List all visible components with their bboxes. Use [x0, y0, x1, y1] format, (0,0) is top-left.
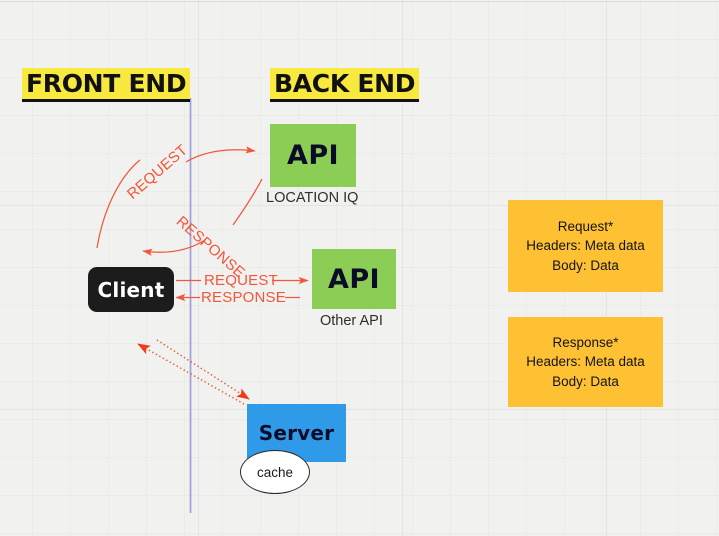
- cache-node[interactable]: cache: [240, 450, 310, 494]
- api-other-label: API: [328, 263, 380, 295]
- server-label: Server: [258, 421, 335, 445]
- curve-response-label-wrap: RESPONSE: [173, 213, 269, 282]
- api-location-iq-box[interactable]: API: [270, 124, 356, 187]
- back-end-heading: BACK END: [270, 68, 420, 102]
- curve-request-label-wrap: REQUEST: [124, 142, 198, 207]
- front-end-heading: FRONT END: [22, 68, 191, 102]
- client-label: Client: [97, 277, 165, 302]
- cache-label: cache: [256, 464, 294, 480]
- server-box[interactable]: Server: [247, 404, 346, 462]
- request-note-box: Request* Headers: Meta data Body: Data: [508, 200, 663, 292]
- api-other-box[interactable]: API: [312, 249, 396, 309]
- straight-response-label: RESPONSE: [201, 289, 286, 306]
- api-other-caption: Other API: [320, 313, 383, 329]
- straight-request-label: REQUEST: [204, 272, 278, 289]
- request-note-text: Request* Headers: Meta data Body: Data: [526, 219, 645, 273]
- api-location-iq-label: API: [287, 140, 339, 171]
- curve-request-label: REQUEST: [124, 141, 191, 203]
- response-note-box: Response* Headers: Meta data Body: Data: [508, 317, 663, 407]
- api-location-iq-caption: LOCATION IQ: [266, 190, 359, 206]
- response-note-text: Response* Headers: Meta data Body: Data: [526, 335, 645, 389]
- client-box[interactable]: Client: [88, 267, 174, 312]
